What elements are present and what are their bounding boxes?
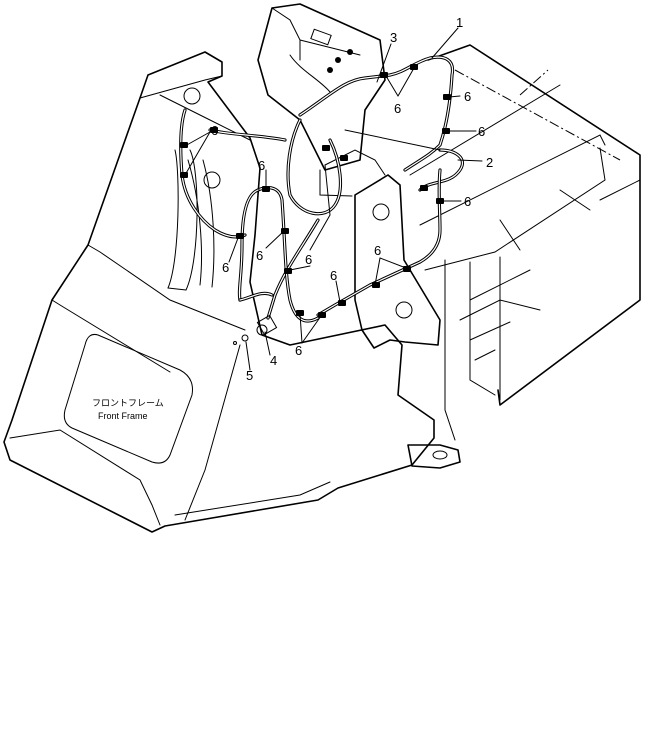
callout-6-k: 6: [258, 158, 265, 173]
callout-6-l: 6: [211, 123, 218, 138]
callout-6-h: 6: [295, 343, 302, 358]
washer: [233, 334, 249, 345]
front-frame-label-en: Front Frame: [98, 411, 148, 421]
callout-4: 4: [270, 353, 277, 368]
front-frame: [3, 51, 435, 533]
pivot-lug: [407, 444, 461, 469]
callout-6-c: 6: [464, 194, 471, 209]
callout-1: 1: [456, 15, 463, 30]
callout-6-e: 6: [374, 243, 381, 258]
callout-6-a: 6: [464, 89, 471, 104]
callout-6-j: 6: [222, 260, 229, 275]
callout-3: 3: [390, 30, 397, 45]
sensor-connector: [256, 314, 278, 336]
callouts: 1 2 3 4 5 6 6 6 6 6 6 6 6 6 6 6 6: [211, 15, 493, 383]
callout-6-d: 6: [394, 101, 401, 116]
front-frame-panel: フロントフレーム Front Frame: [63, 334, 193, 464]
callout-5: 5: [246, 368, 253, 383]
right-body: [409, 44, 641, 441]
leader-lines: [184, 27, 483, 371]
callout-6-g: 6: [305, 252, 312, 267]
callout-6-f: 6: [330, 268, 337, 283]
callout-2: 2: [486, 155, 493, 170]
harness-clamps: [180, 64, 451, 318]
top-component: [257, 3, 386, 171]
callout-6-i: 6: [256, 248, 263, 263]
front-frame-label-jp: フロントフレーム: [92, 398, 164, 408]
callout-6-b: 6: [478, 124, 485, 139]
wiring-harness: [179, 55, 464, 323]
